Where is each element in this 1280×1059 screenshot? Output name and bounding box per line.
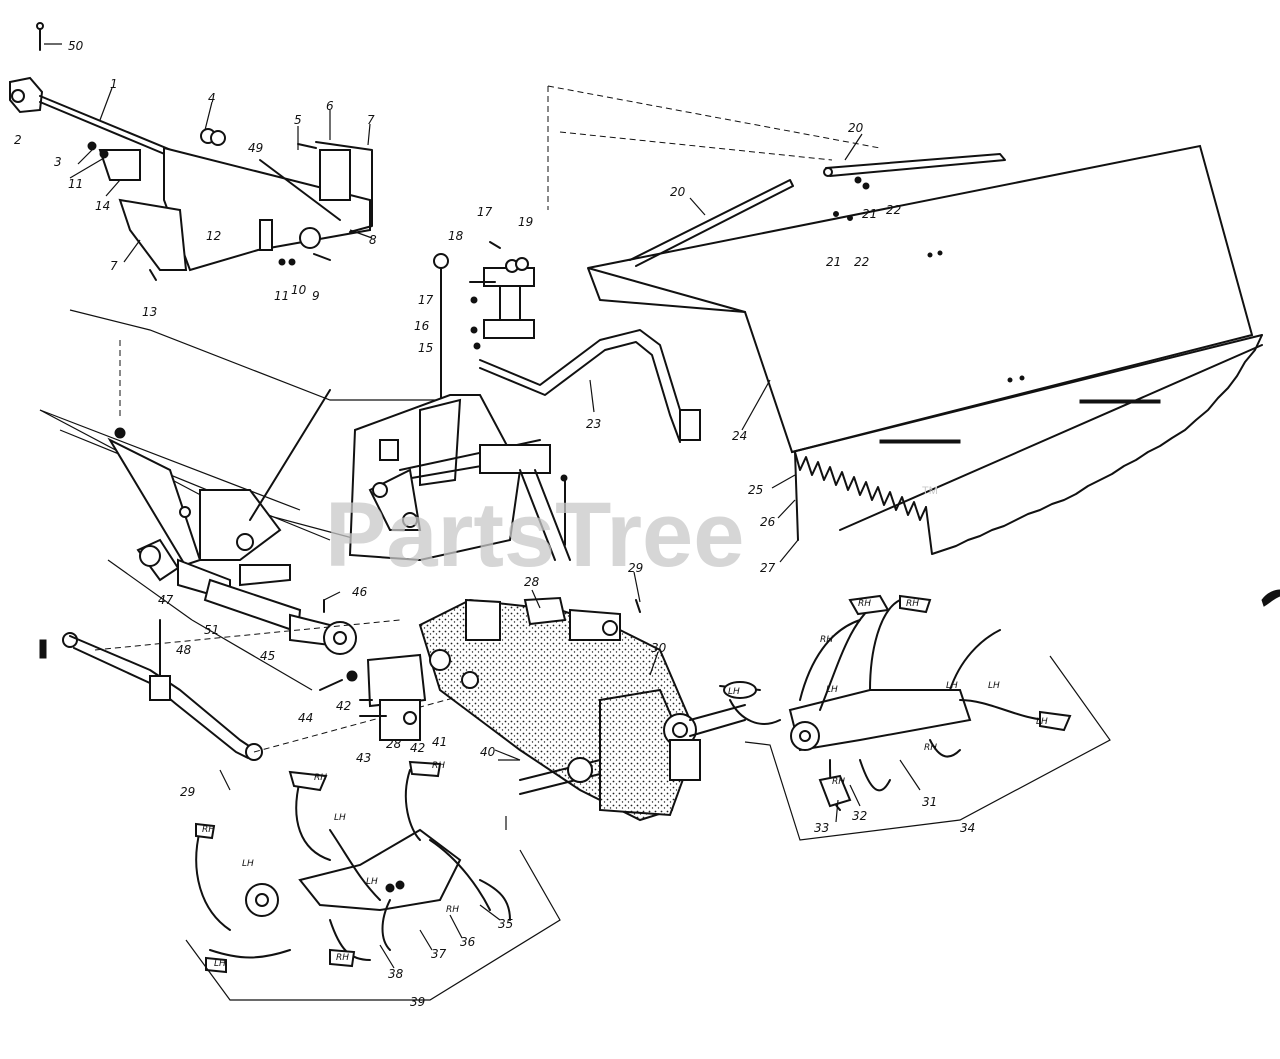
callout-24: 24 — [732, 429, 747, 443]
tine-mark: RH — [906, 599, 919, 609]
callout-40: 40 — [480, 745, 496, 759]
callout-19: 19 — [518, 215, 533, 229]
drive-shaft — [107, 538, 357, 691]
watermark-trademark: TM — [922, 485, 938, 497]
tine-mark: RH — [202, 825, 215, 835]
callout-7b: 7 — [110, 259, 118, 273]
callout-28a: 28 — [524, 575, 540, 589]
callout-16: 16 — [414, 319, 430, 333]
callout-36: 36 — [460, 935, 476, 949]
callout-18: 18 — [448, 229, 464, 243]
callout-17b: 17 — [418, 293, 434, 307]
left-frame — [39, 389, 331, 587]
callout-30: 30 — [651, 641, 667, 655]
bracket-23 — [479, 329, 701, 443]
tine-mark: LH — [988, 681, 1000, 691]
callout-7a: 7 — [367, 113, 375, 127]
callout-23: 23 — [586, 417, 601, 431]
tine-mark: LH — [728, 687, 740, 697]
callout-3: 3 — [54, 155, 62, 169]
callout-29a: 29 — [628, 561, 643, 575]
callout-15: 15 — [418, 341, 433, 355]
callout-25: 25 — [748, 483, 763, 497]
tine-mark: RH — [446, 905, 459, 915]
callout-39: 39 — [410, 995, 425, 1009]
callout-27: 27 — [760, 561, 776, 575]
callout-17a: 17 — [477, 205, 493, 219]
tine-mark: RH — [820, 635, 833, 645]
callout-42a: 42 — [336, 699, 351, 713]
callout-26: 26 — [760, 515, 776, 529]
callout-2: 2 — [14, 133, 22, 147]
callout-13: 13 — [142, 305, 157, 319]
callout-8: 8 — [369, 233, 377, 247]
tine-mark: RH — [924, 743, 937, 753]
callout-50: 50 — [68, 39, 84, 53]
callout-47: 47 — [158, 593, 174, 607]
right-tine-assembly — [719, 594, 1111, 841]
callout-11b: 11 — [274, 289, 289, 303]
tine-mark: LH — [334, 813, 346, 823]
callout-33: 33 — [814, 821, 829, 835]
tine-mark: LH — [214, 959, 226, 969]
callout-21a: 21 — [862, 207, 877, 221]
callout-20b: 20 — [670, 185, 686, 199]
callout-38: 38 — [388, 967, 404, 981]
tine-mark: RH — [432, 761, 445, 771]
leader-lines — [69, 87, 921, 969]
callout-20a: 20 — [848, 121, 864, 135]
callout-35: 35 — [498, 917, 513, 931]
tine-mark: RH — [314, 773, 327, 783]
callout-4: 4 — [208, 91, 216, 105]
main-housing — [39, 309, 571, 562]
tine-mark: RH — [858, 599, 871, 609]
callout-45: 45 — [260, 649, 275, 663]
callout-5: 5 — [294, 113, 302, 127]
lift-arm — [39, 619, 521, 761]
transmission — [319, 596, 746, 830]
callout-10: 10 — [291, 283, 307, 297]
tine-mark: LH — [1036, 717, 1048, 727]
tine-mark: LH — [826, 685, 838, 695]
callout-51: 51 — [204, 623, 219, 637]
callout-22b: 22 — [854, 255, 869, 269]
left-tine-assembly — [185, 760, 561, 1001]
top-shaft-assembly — [9, 22, 373, 281]
callout-41: 41 — [432, 735, 447, 749]
callout-21b: 21 — [826, 255, 841, 269]
callout-29b: 29 — [180, 785, 195, 799]
tiller-shield — [547, 85, 1263, 555]
callout-11a: 11 — [68, 177, 83, 191]
tine-markings: RH RH LH LH RH LH RH LH RH LH RH RH LH R… — [202, 599, 1048, 969]
callout-44: 44 — [298, 711, 313, 725]
callout-43: 43 — [356, 751, 371, 765]
callout-6: 6 — [326, 99, 334, 113]
tine-mark: LH — [946, 681, 958, 691]
callout-46: 46 — [352, 585, 368, 599]
callout-37: 37 — [431, 947, 447, 961]
tine-mark: RH — [832, 777, 845, 787]
callout-9: 9 — [312, 289, 320, 303]
callout-12: 12 — [206, 229, 221, 243]
tine-mark: LH — [242, 859, 254, 869]
callout-31: 31 — [922, 795, 937, 809]
callout-1: 1 — [110, 77, 118, 91]
lift-linkage — [433, 241, 535, 401]
callout-48: 48 — [176, 643, 192, 657]
callout-14: 14 — [95, 199, 110, 213]
watermark-text: PartsTree — [325, 484, 744, 586]
callout-32: 32 — [852, 809, 867, 823]
tine-mark: LH — [366, 877, 378, 887]
callout-34: 34 — [960, 821, 975, 835]
tine-mark: RH — [336, 953, 349, 963]
callout-22a: 22 — [886, 203, 901, 217]
callout-49: 49 — [248, 141, 263, 155]
callout-28b: 28 — [386, 737, 402, 751]
callout-labels: 50 1 2 3 4 5 6 7 7 8 9 10 11 11 12 13 14… — [14, 39, 975, 1009]
callout-42b: 42 — [410, 741, 425, 755]
support-bars — [629, 153, 1006, 267]
